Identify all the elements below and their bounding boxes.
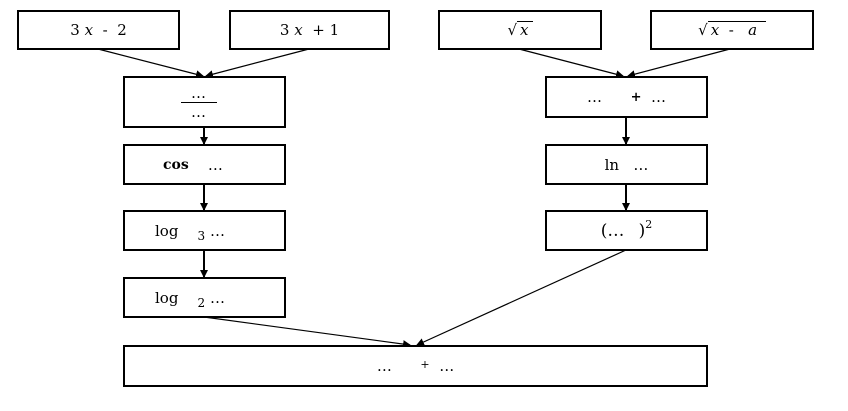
sqrt-expression: √x [507, 21, 533, 39]
log3-box: log 3 … [123, 210, 286, 251]
input-box-sqrt-x: √x [438, 10, 602, 50]
sum-box: … + … [545, 76, 708, 118]
sum-operator: + [630, 89, 642, 105]
coefficient: 3 [70, 21, 80, 39]
log2-box: log 2 … [123, 277, 286, 318]
result-box: … + … [123, 345, 708, 387]
operator: - [102, 21, 108, 39]
ln-function: ln [604, 155, 620, 174]
arrow-log2-to-result [203, 316, 411, 349]
log-argument: … [209, 221, 225, 240]
log-base: 2 [197, 295, 206, 310]
radicand: x [517, 21, 533, 39]
cos-box: cos … [123, 144, 286, 185]
log-argument: … [209, 288, 225, 307]
ln-argument: … [633, 155, 649, 174]
variable: x [294, 21, 303, 39]
square-exponent: 2 [645, 218, 653, 231]
cos-argument: … [207, 155, 223, 174]
sum-right: … [651, 88, 667, 106]
arrow-c-to-sum [518, 48, 624, 79]
log-function: log [155, 221, 179, 240]
constant: 1 [329, 21, 340, 39]
log-function: log [155, 288, 179, 307]
coefficient: 3 [279, 21, 290, 39]
sqrt-expression: √x - a [698, 21, 766, 39]
result-left: … [376, 357, 392, 375]
arrow-a-to-fraction [97, 48, 204, 79]
fraction: … … [180, 83, 217, 121]
fraction-bar [180, 101, 217, 103]
fraction-box: … … [123, 76, 286, 128]
ln-box: ln … [545, 144, 708, 185]
cos-function: cos [163, 156, 189, 173]
square-close: ) [638, 220, 646, 241]
arrow-d-to-sum [627, 48, 731, 79]
result-operator: + [420, 357, 430, 371]
log-base: 3 [197, 228, 206, 243]
result-right: … [439, 357, 455, 375]
square-open: (… [600, 220, 625, 241]
input-box-3x-minus-2: 3 x - 2 [17, 10, 180, 50]
operator: + [312, 21, 325, 39]
input-box-3x-plus-1: 3 x + 1 [229, 10, 390, 50]
numerator: … [191, 83, 206, 102]
arrow-square-to-result [416, 249, 627, 346]
radical-sign: √ [698, 21, 708, 39]
variable: x [84, 21, 94, 39]
constant: 2 [117, 21, 127, 39]
square-box: (… ) 2 [545, 210, 708, 251]
sum-left: … [586, 88, 602, 106]
input-box-sqrt-x-minus-a: √x - a [650, 10, 814, 50]
radical-sign: √ [507, 21, 518, 39]
arrow-b-to-fraction [205, 48, 310, 79]
denominator: … [191, 102, 206, 121]
radicand: x - a [707, 21, 766, 39]
